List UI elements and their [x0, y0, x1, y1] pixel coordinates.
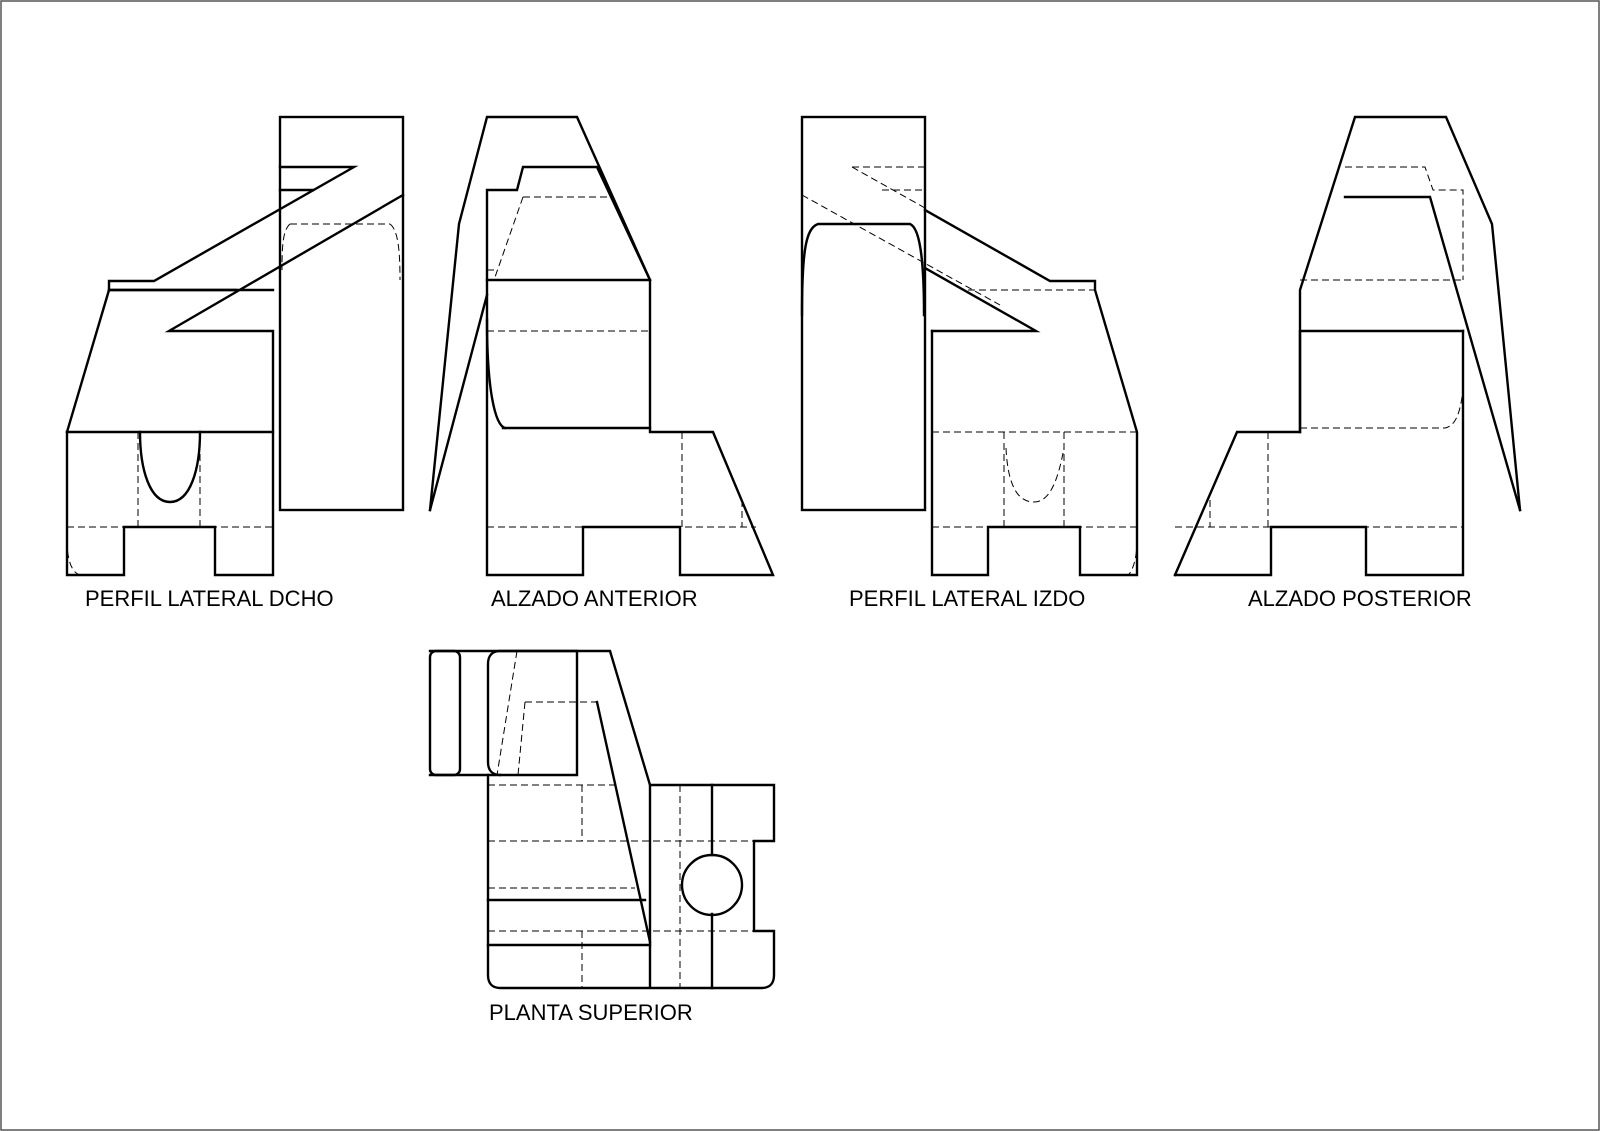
right-side-hidden-lines — [66, 223, 401, 576]
top-left-slim-slot — [428, 649, 462, 777]
front-hidden-lines — [487, 196, 756, 528]
top-upper-slope-line — [595, 700, 652, 944]
right-side-hole-arc — [138, 430, 202, 504]
label-top: PLANTA SUPERIOR — [489, 1000, 693, 1025]
front-wedge — [428, 115, 652, 512]
left-side-rounded-profile — [800, 222, 926, 317]
front-horizontal-edge — [485, 278, 652, 430]
front-wedge-inner — [428, 293, 489, 512]
view-top: PLANTA SUPERIOR — [428, 649, 776, 1025]
label-left-side: PERFIL LATERAL IZDO — [849, 586, 1085, 611]
label-front: ALZADO ANTERIOR — [491, 586, 698, 611]
left-side-tall-block — [800, 115, 927, 512]
top-hidden-lines — [488, 650, 754, 988]
left-side-lower-body — [923, 208, 1139, 577]
right-side-slope-body — [65, 193, 405, 434]
top-inner-edges — [486, 783, 714, 990]
view-right-side: PERFIL LATERAL DCHO — [65, 115, 405, 611]
rear-edges — [1298, 195, 1522, 512]
right-side-top-edge — [107, 165, 359, 292]
top-upper-box — [428, 649, 652, 787]
view-rear: ALZADO POSTERIOR — [1173, 115, 1522, 611]
rear-hidden-lines — [1175, 166, 1464, 528]
right-side-tall-block — [278, 115, 405, 512]
view-front: ALZADO ANTERIOR — [428, 115, 775, 611]
left-side-hidden-lines — [801, 166, 1138, 576]
right-side-lower-body — [65, 430, 275, 577]
top-upper-inner-rounded — [486, 649, 579, 777]
view-left-side: PERFIL LATERAL IZDO — [800, 115, 1139, 611]
rear-main-body — [1173, 115, 1522, 577]
top-main-body — [486, 773, 776, 990]
label-right-side: PERFIL LATERAL DCHO — [85, 586, 334, 611]
right-side-step — [107, 188, 315, 292]
top-hole-circle — [680, 853, 744, 917]
label-rear: ALZADO POSTERIOR — [1248, 586, 1472, 611]
front-rounded-edge — [485, 318, 507, 430]
left-side-slope — [923, 266, 1041, 333]
front-main-body — [485, 165, 775, 577]
